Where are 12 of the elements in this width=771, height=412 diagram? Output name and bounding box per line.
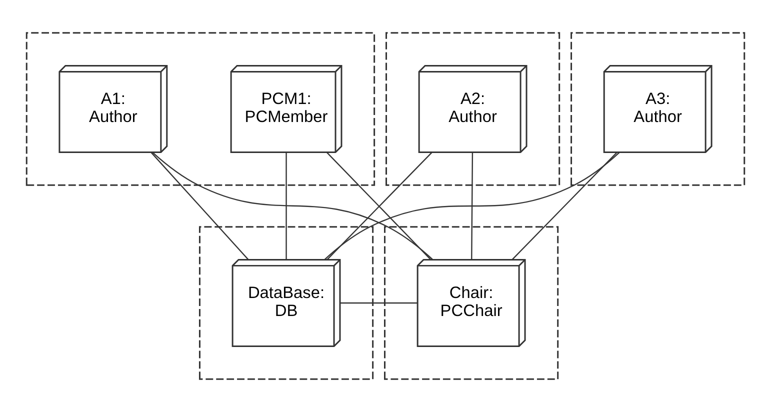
connector bbox=[471, 152, 474, 260]
cluster bbox=[198, 226, 374, 380]
cluster bbox=[570, 32, 746, 186]
connector bbox=[324, 152, 620, 260]
cluster bbox=[26, 32, 376, 186]
connector bbox=[152, 152, 434, 260]
cluster bbox=[386, 32, 560, 186]
connector bbox=[512, 152, 618, 260]
cluster bbox=[384, 226, 559, 380]
connector bbox=[286, 152, 287, 260]
connector bbox=[340, 302, 418, 304]
connector bbox=[150, 152, 249, 260]
